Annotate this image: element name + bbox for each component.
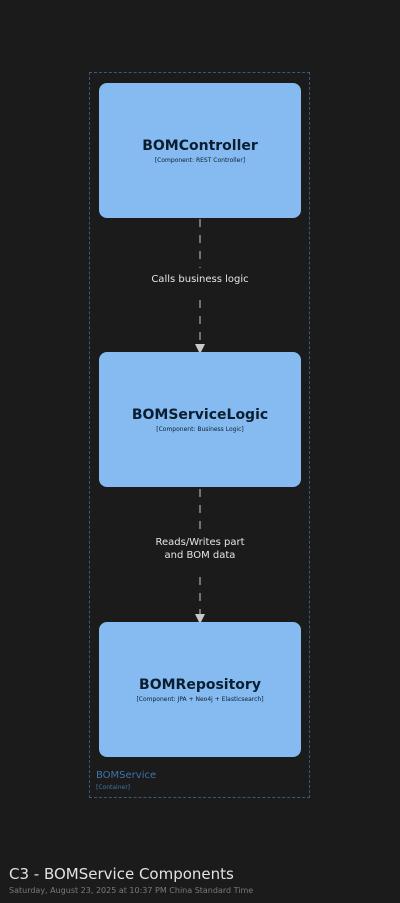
boundary-type: [Container] xyxy=(96,784,131,791)
component-type: [Component: JPA + Neo4j + Elasticsearch] xyxy=(136,695,264,703)
component-type: [Component: Business Logic] xyxy=(156,425,244,433)
relationship-label-calls-business-logic: Calls business logic xyxy=(151,274,249,285)
component-bom-repository[interactable]: BOMRepository [Component: JPA + Neo4j + … xyxy=(99,622,301,757)
relationship-label-reads-writes: Reads/Writes part and BOM data xyxy=(155,537,245,561)
component-type: [Component: REST Controller] xyxy=(154,156,246,164)
diagram-timestamp: Saturday, August 23, 2025 at 10:37 PM Ch… xyxy=(9,886,254,895)
container-boundary xyxy=(89,72,310,798)
diagram-title: C3 - BOMService Components xyxy=(9,865,234,883)
component-bom-controller[interactable]: BOMController [Component: REST Controlle… xyxy=(99,83,301,218)
boundary-name: BOMService xyxy=(96,770,157,781)
component-name: BOMRepository xyxy=(139,676,261,693)
component-bom-service-logic[interactable]: BOMServiceLogic [Component: Business Log… xyxy=(99,352,301,487)
component-name: BOMController xyxy=(142,137,258,154)
component-name: BOMServiceLogic xyxy=(131,406,269,423)
